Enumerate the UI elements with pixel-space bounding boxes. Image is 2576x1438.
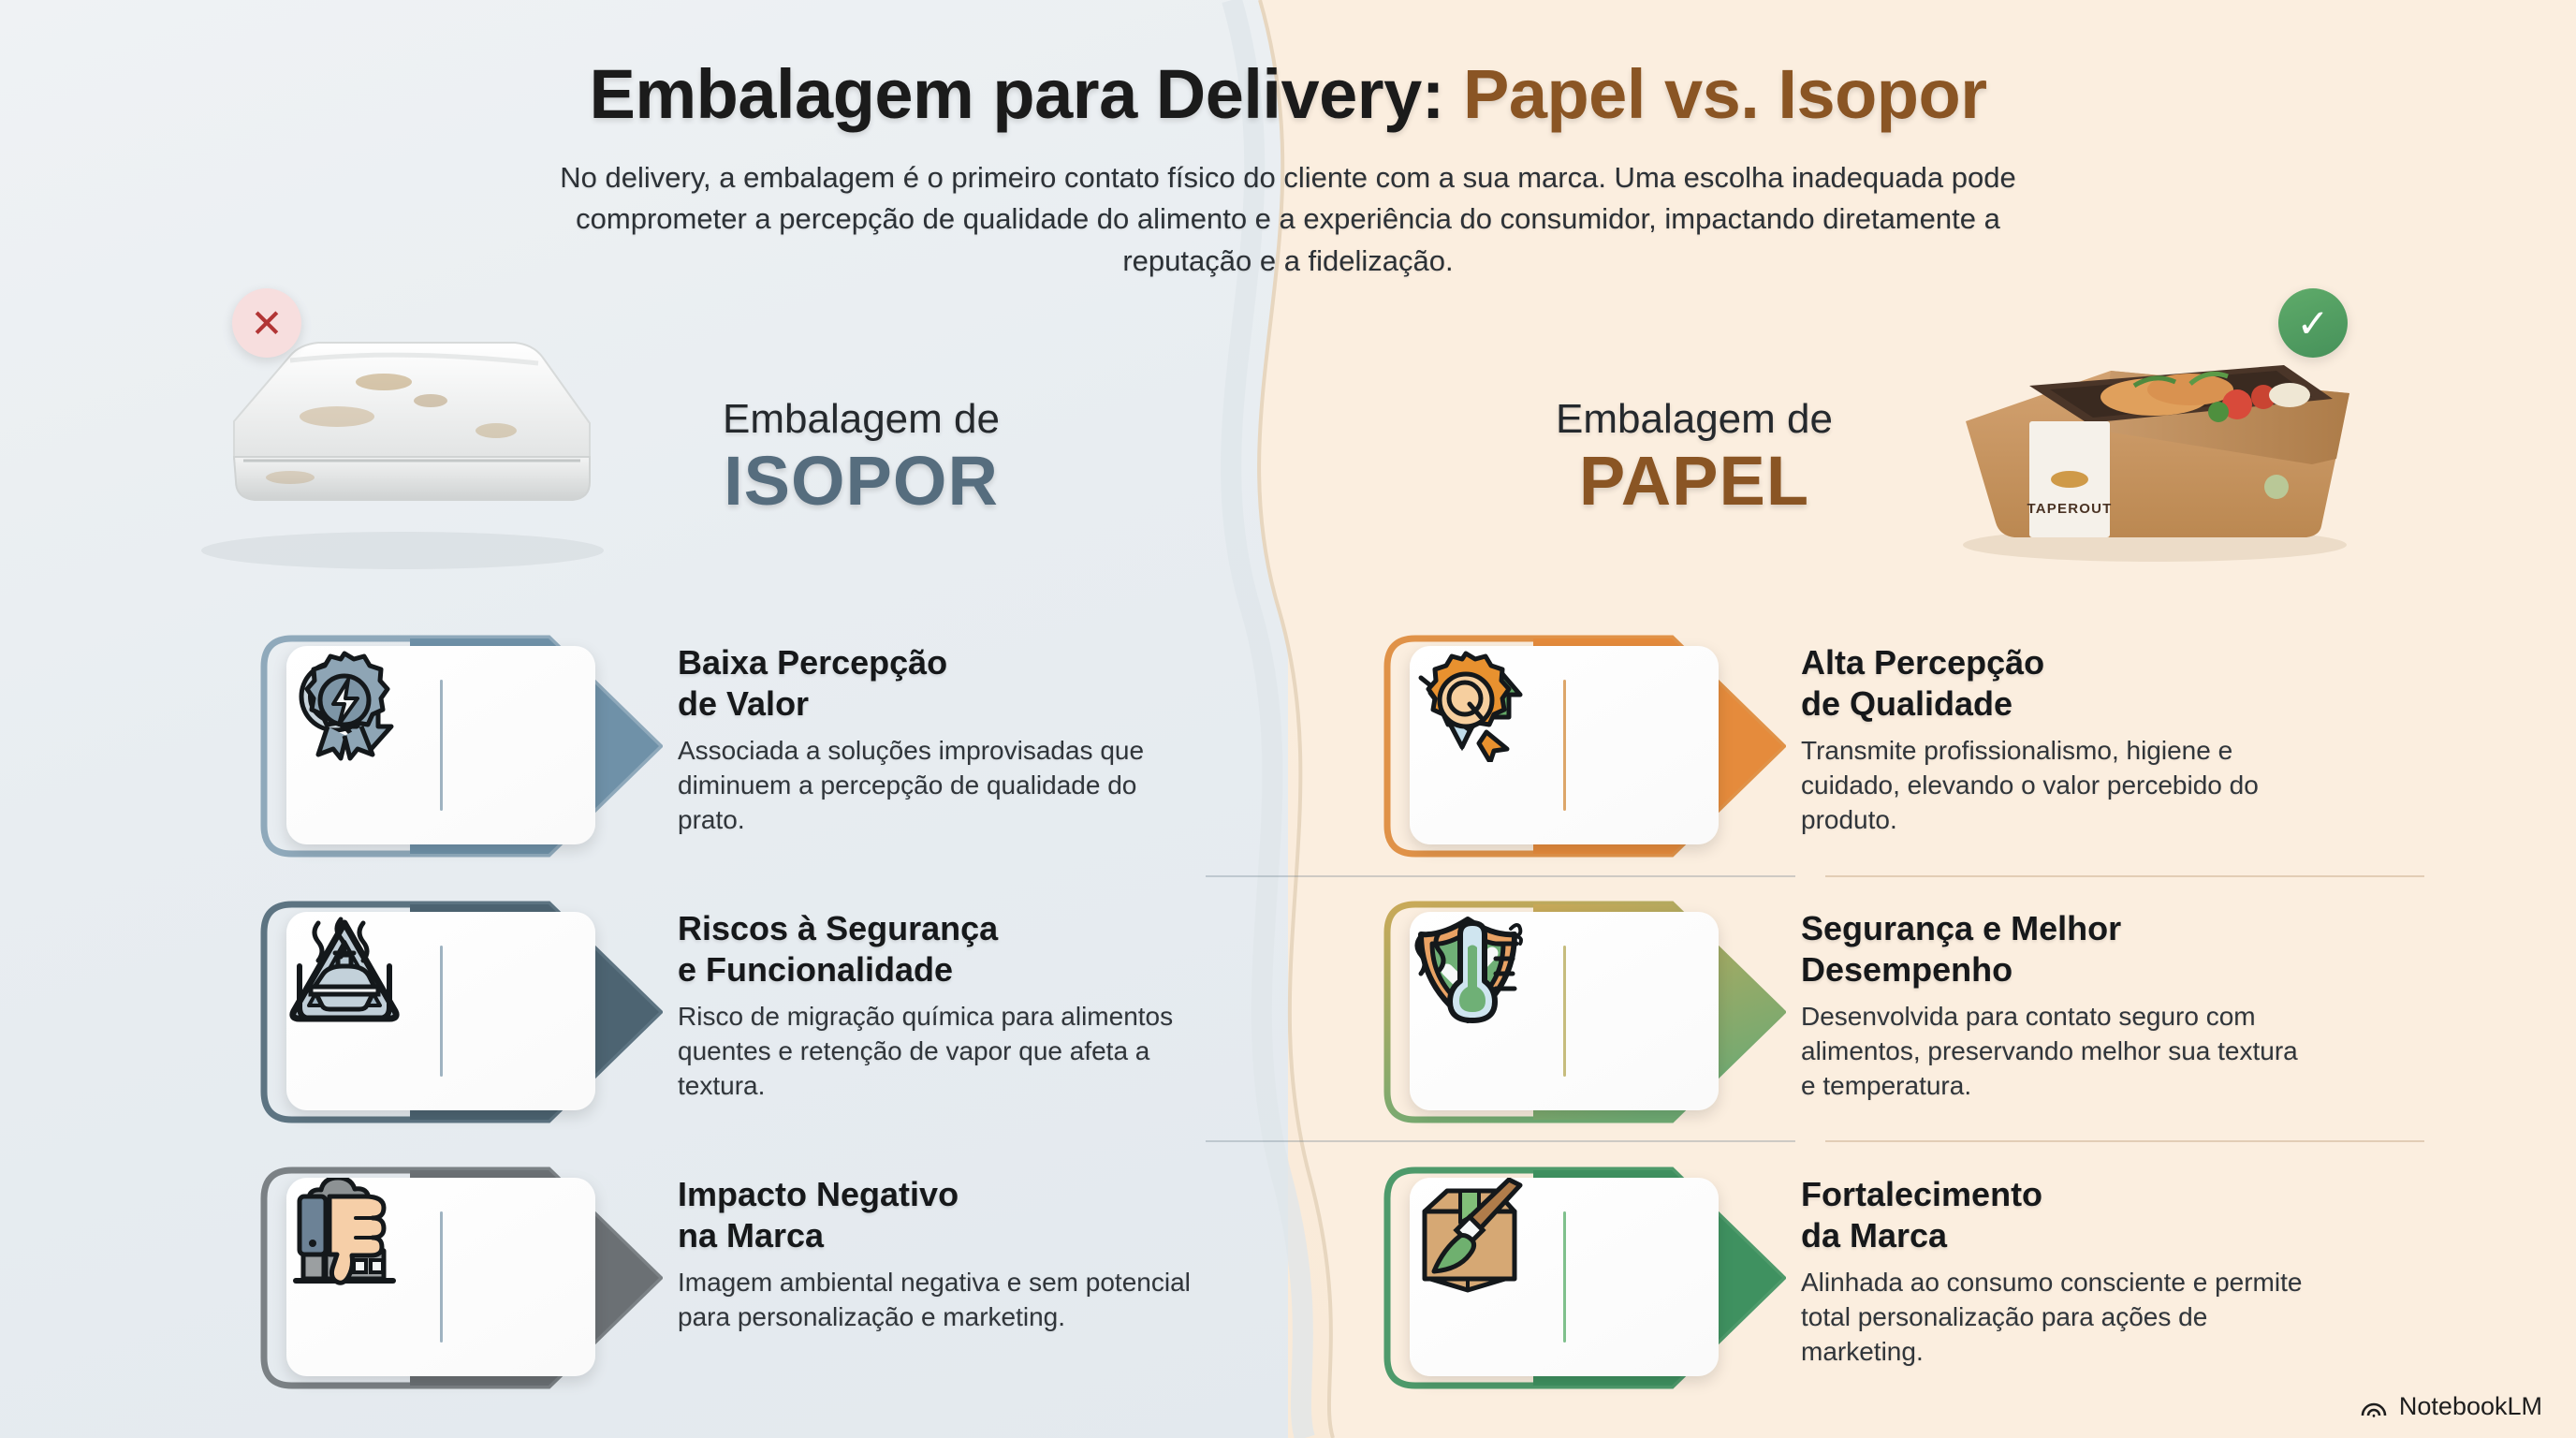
footer-branding: NotebookLM	[2360, 1392, 2542, 1421]
feature-row-left-2: Riscos à Segurança e Funcionalidade Risc…	[251, 891, 1193, 1133]
icon-chevron-left-2	[251, 891, 663, 1133]
feature-row-left-1: $ Baixa Percepção	[251, 625, 1193, 867]
icon-divider	[1562, 680, 1566, 811]
column-name-isopor: ISOPOR	[724, 442, 999, 521]
feature-title-line1: Baixa Percepção	[678, 643, 948, 682]
icon-card-left-3	[286, 1178, 595, 1376]
feature-separator-left-1	[1206, 875, 1795, 877]
feature-title-left-3: Impacto Negativo na Marca	[678, 1174, 1193, 1256]
feature-title-right-3: Fortalecimento da Marca	[1801, 1174, 2316, 1256]
column-heading-papel: Embalagem de PAPEL	[1348, 396, 2041, 521]
column-eyebrow-papel: Embalagem de	[1556, 396, 1833, 442]
page-title-accent: Papel vs. Isopor	[1462, 55, 1987, 133]
page-title-main: Embalagem para Delivery:	[589, 55, 1444, 133]
status-badge-positive: ✓	[2278, 288, 2348, 358]
feature-row-right-3: Fortalecimento da Marca Alinhada ao cons…	[1374, 1157, 2316, 1399]
feature-text-left-2: Riscos à Segurança e Funcionalidade Risc…	[663, 891, 1193, 1104]
feature-text-right-2: Segurança e Melhor Desempenho Desenvolvi…	[1786, 891, 2316, 1104]
feature-title-line2: da Marca	[1801, 1215, 1948, 1255]
feature-separator-left-2	[1206, 1140, 1795, 1142]
icon-chevron-right-1	[1374, 625, 1786, 867]
feature-title-left-1: Baixa Percepção de Valor	[678, 642, 1193, 725]
svg-text:TAPEROUT: TAPEROUT	[2027, 501, 2113, 517]
icon-card-right-3	[1410, 1178, 1719, 1376]
icon-card-left-2	[286, 912, 595, 1110]
feature-title-line1: Alta Percepção	[1801, 643, 2045, 682]
feature-separator-right-2	[1825, 1140, 2424, 1142]
feature-title-right-1: Alta Percepção de Qualidade	[1801, 642, 2316, 725]
feature-title-line2: de Qualidade	[1801, 683, 2013, 723]
quality-seal-icon	[1426, 651, 1708, 815]
feature-text-left-1: Baixa Percepção de Valor Associada a sol…	[663, 625, 1193, 838]
thermometer-icon	[1414, 920, 1708, 1081]
icon-card-left-1: $	[286, 646, 595, 844]
feature-title-line1: Riscos à Segurança	[678, 909, 999, 947]
icon-chevron-right-2	[1374, 891, 1786, 1133]
page-title: Embalagem para Delivery: Papel vs. Isopo…	[0, 58, 2576, 131]
icon-divider	[439, 1211, 443, 1343]
icon-divider	[439, 680, 443, 811]
feature-title-left-2: Riscos à Segurança e Funcionalidade	[678, 908, 1193, 990]
feature-desc-right-1: Transmite profissionalismo, higiene e cu…	[1801, 735, 2259, 834]
feature-text-left-3: Impacto Negativo na Marca Imagem ambient…	[663, 1157, 1193, 1335]
icon-chevron-left-1: $	[251, 625, 663, 867]
thumbs-down-icon	[297, 1194, 585, 1347]
broken-badge-icon	[304, 651, 585, 815]
feature-title-line2: e Funcionalidade	[678, 949, 954, 989]
feature-title-line2: Desempenho	[1801, 949, 2013, 989]
feature-title-right-2: Segurança e Melhor Desempenho	[1801, 908, 2316, 990]
status-badge-negative: ✕	[232, 288, 301, 358]
feature-desc-right-3: Alinhada ao consumo consciente e permite…	[1801, 1267, 2303, 1366]
feature-title-line1: Impacto Negativo	[678, 1175, 959, 1213]
icon-chevron-right-3	[1374, 1157, 1786, 1399]
feature-row-right-1: Alta Percepção de Qualidade Transmite pr…	[1374, 625, 2316, 867]
feature-row-left-3: Impacto Negativo na Marca Imagem ambient…	[251, 1157, 1193, 1399]
isopor-package-photo	[201, 342, 604, 569]
feature-text-right-3: Fortalecimento da Marca Alinhada ao cons…	[1786, 1157, 2316, 1370]
steaming-container-icon	[297, 917, 585, 1081]
background-left-panel	[0, 0, 1288, 1438]
notebooklm-arc-icon	[2360, 1393, 2388, 1421]
column-name-papel: PAPEL	[1578, 442, 1810, 521]
column-eyebrow-isopor: Embalagem de	[723, 396, 1000, 442]
icon-chevron-left-3	[251, 1157, 663, 1399]
feature-title-line2: na Marca	[678, 1215, 825, 1255]
feature-row-right-2: Segurança e Melhor Desempenho Desenvolvi…	[1374, 891, 2316, 1133]
icon-divider	[1562, 946, 1566, 1077]
footer-brand-label: NotebookLM	[2398, 1392, 2542, 1420]
paper-package-photo: TAPEROUT	[1963, 365, 2349, 562]
feature-desc-left-1: Associada a soluções improvisadas que di…	[678, 735, 1145, 834]
feature-separator-right-1	[1825, 875, 2424, 877]
feature-desc-left-3: Imagem ambiental negativa e sem potencia…	[678, 1267, 1191, 1331]
box-paintbrush-icon	[1422, 1178, 1708, 1347]
icon-divider	[439, 946, 443, 1077]
column-heading-isopor: Embalagem de ISOPOR	[524, 396, 1198, 521]
feature-title-line1: Segurança e Melhor	[1801, 909, 2122, 947]
feature-text-right-1: Alta Percepção de Qualidade Transmite pr…	[1786, 625, 2316, 838]
feature-title-line1: Fortalecimento	[1801, 1175, 2043, 1213]
icon-card-right-1	[1410, 646, 1719, 844]
header: Embalagem para Delivery: Papel vs. Isopo…	[0, 0, 2576, 283]
feature-desc-right-2: Desenvolvida para contato seguro com ali…	[1801, 1001, 2298, 1100]
icon-divider	[1562, 1211, 1566, 1343]
icon-card-right-2	[1410, 912, 1719, 1110]
feature-title-line2: de Valor	[678, 683, 810, 723]
page-subtitle: No delivery, a embalagem é o primeiro co…	[560, 160, 2016, 277]
feature-desc-left-2: Risco de migração química para alimentos…	[678, 1001, 1174, 1100]
